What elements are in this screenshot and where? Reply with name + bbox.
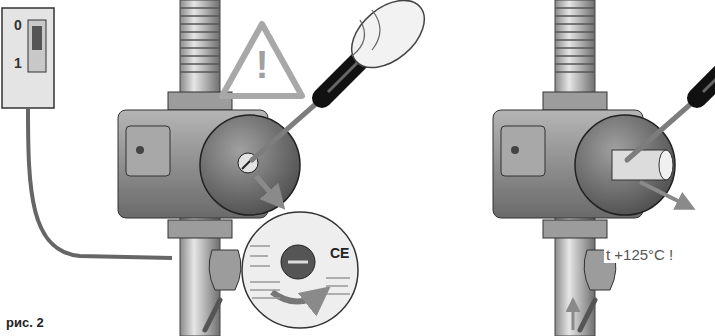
temperature-note: t +125°C ! <box>604 246 675 263</box>
drawing-part <box>32 26 42 50</box>
drawing-part <box>250 246 280 298</box>
drawing-part <box>272 290 326 302</box>
drawing-part <box>640 182 692 208</box>
drawing-part <box>659 150 673 180</box>
screwdriver-left <box>252 0 437 160</box>
warning-triangle <box>222 24 302 96</box>
drawing-part <box>28 20 46 72</box>
warning-mark: ! <box>256 46 269 84</box>
pump-right <box>493 0 675 336</box>
drawing-part <box>326 278 350 294</box>
ce-mark: CE <box>330 246 349 260</box>
zoom-arrow <box>256 176 282 206</box>
drawing-part <box>2 8 54 108</box>
figure-caption: рис. 2 <box>6 316 44 329</box>
pulled-plug <box>573 150 692 330</box>
switch-mark: 0 <box>14 18 22 32</box>
drawing-part <box>242 212 358 328</box>
drawing-part <box>281 245 315 279</box>
zoom-label <box>242 212 358 328</box>
drawing-part <box>572 300 575 330</box>
screwdriver-right <box>627 0 715 160</box>
switch-mark: 1 <box>14 56 22 70</box>
drawing-part <box>288 261 308 264</box>
drawing-part <box>612 150 666 180</box>
